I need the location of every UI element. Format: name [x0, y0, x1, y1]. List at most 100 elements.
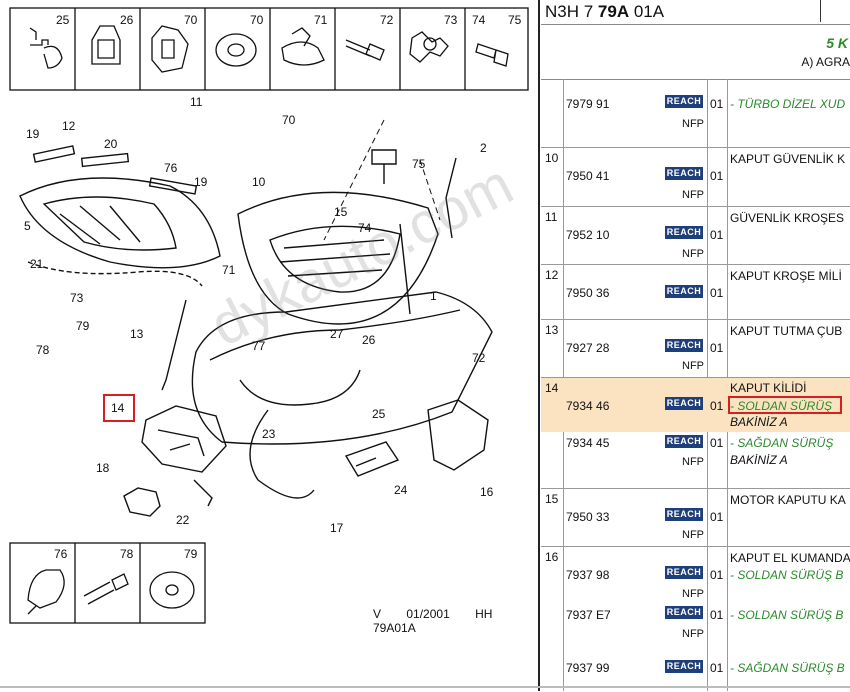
- parts-table: [541, 79, 850, 692]
- callout-1: 1: [430, 289, 437, 303]
- ref-divider: [820, 0, 821, 22]
- part-description: GÜVENLİK KROŞES: [730, 211, 845, 225]
- callout-24: 24: [394, 483, 408, 497]
- part-code: 7952 10: [566, 228, 610, 242]
- part-description: KAPUT GÜVENLİK K: [730, 152, 846, 166]
- page-reference: N3H 7 79A 01A: [545, 2, 664, 22]
- hood-exploded-view: [19, 119, 493, 517]
- nfp-label: NFP: [682, 529, 704, 541]
- part-label-78: 78: [120, 547, 134, 561]
- table-row[interactable]: 7979 91 REACH NFP 01 - TÜRBO DİZEL XUD: [541, 80, 850, 148]
- part-label-25: 25: [56, 13, 70, 27]
- reach-badge: REACH: [665, 435, 703, 448]
- reach-badge: REACH: [665, 397, 703, 410]
- footer-variant: V: [373, 607, 382, 621]
- callout-2: 2: [480, 141, 487, 155]
- callout-10: 10: [252, 175, 266, 189]
- reach-badge: REACH: [665, 95, 703, 108]
- top-part-labels: 25 26 70 70 71 72 73 74 75: [56, 13, 522, 27]
- part-label-70b: 70: [250, 13, 264, 27]
- row-number: 10: [545, 151, 559, 165]
- part-label-76: 76: [54, 547, 68, 561]
- panel-divider: [538, 0, 540, 691]
- callout-20: 20: [104, 137, 118, 151]
- reach-badge: REACH: [665, 167, 703, 180]
- callout-70: 70: [282, 113, 296, 127]
- part-label-26: 26: [120, 13, 134, 27]
- table-row[interactable]: 13 7927 28 REACH NFP 01 KAPUT TUTMA ÇUB: [541, 320, 850, 378]
- table-row[interactable]: 11 7952 10 REACH NFP 01 GÜVENLİK KROŞES: [541, 207, 850, 265]
- part-subdescription: - SAĞDAN SÜRÜŞ B: [730, 661, 845, 675]
- quantity: 01: [710, 286, 724, 300]
- callout-labels: 11 70 12 19 20 76 19 2 5 75 15 74 21 71 …: [24, 95, 494, 535]
- reach-badge: REACH: [665, 339, 703, 352]
- part-description: KAPUT TUTMA ÇUB: [730, 324, 843, 338]
- part-description: MOTOR KAPUTU KA: [730, 493, 846, 507]
- callout-25: 25: [372, 407, 386, 421]
- callout-12: 12: [62, 119, 76, 133]
- quantity: 01: [710, 436, 724, 450]
- quantity: 01: [710, 399, 724, 413]
- callout-11: 11: [190, 95, 203, 109]
- bottom-rule: [0, 686, 850, 688]
- row-number: 12: [545, 268, 559, 282]
- part-label-71: 71: [314, 13, 328, 27]
- quantity: 01: [710, 228, 724, 242]
- part-label-79: 79: [184, 547, 198, 561]
- callout-74: 74: [358, 221, 372, 235]
- ref-bold: 79A: [597, 2, 630, 21]
- part-description: KAPUT KROŞE MİLİ: [730, 269, 842, 283]
- table-row[interactable]: 12 7950 36 REACH 01 KAPUT KROŞE MİLİ: [541, 265, 850, 320]
- callout-19b: 19: [194, 175, 208, 189]
- part-code: 7927 28: [566, 341, 610, 355]
- part-description: KAPUT EL KUMANDA: [730, 551, 850, 565]
- callout-22: 22: [176, 513, 190, 527]
- part-code: 7937 98: [566, 568, 610, 582]
- part-label-74: 74: [472, 13, 486, 27]
- row-number: 11: [545, 210, 558, 224]
- table-row[interactable]: 15 7950 33 REACH NFP 01 MOTOR KAPUTU KA: [541, 489, 850, 547]
- part-subdescription: - SAĞDAN SÜRÜŞ: [730, 436, 834, 450]
- table-row[interactable]: 16 KAPUT EL KUMANDA 7937 98 REACH NFP 01…: [541, 547, 850, 686]
- parts-list-panel: N3H 7 79A 01A 5 K A) AGRA 7979 91 REACH …: [541, 0, 850, 691]
- part-code: 7934 45: [566, 436, 610, 450]
- callout-75: 75: [412, 157, 426, 171]
- nfp-label: NFP: [682, 588, 704, 600]
- part-subdescription: - SOLDAN SÜRÜŞ: [730, 399, 833, 413]
- callout-18: 18: [96, 461, 110, 475]
- quantity: 01: [710, 661, 724, 675]
- part-label-72: 72: [380, 13, 394, 27]
- nfp-label: NFP: [682, 628, 704, 640]
- bottom-part-labels: 76 78 79: [54, 547, 198, 561]
- quantity: 01: [710, 608, 724, 622]
- table-row[interactable]: 7934 45 REACH NFP 01 - SAĞDAN SÜRÜŞ BAKİ…: [541, 432, 850, 489]
- part-label-75: 75: [508, 13, 522, 27]
- part-subdescription: - SOLDAN SÜRÜŞ B: [730, 568, 844, 582]
- diagram-footer: V 01/2001 HH 79A01A: [373, 607, 538, 635]
- reach-badge: REACH: [665, 285, 703, 298]
- nfp-label: NFP: [682, 456, 704, 468]
- callout-27: 27: [330, 327, 344, 341]
- callout-72: 72: [472, 351, 486, 365]
- part-code: 7950 41: [566, 169, 610, 183]
- selected-highlight: [728, 396, 842, 414]
- hood-assembly-drawing: 25 26 70 70 71 72 73 74 75: [9, 7, 529, 624]
- footer-date: 01/2001: [406, 607, 450, 621]
- callout-21: 21: [30, 257, 44, 271]
- row-number: 15: [545, 492, 559, 506]
- row-number: 13: [545, 323, 559, 337]
- row-number: 16: [545, 550, 559, 564]
- callout-5: 5: [24, 219, 31, 233]
- quantity: 01: [710, 568, 724, 582]
- reach-badge: REACH: [665, 566, 703, 579]
- quantity: 01: [710, 341, 724, 355]
- part-code: 7950 36: [566, 286, 610, 300]
- part-subdescription: - SOLDAN SÜRÜŞ B: [730, 608, 844, 622]
- footer-ref: HH 79A01A: [373, 607, 493, 635]
- table-row-highlighted[interactable]: 14 7934 46 REACH 01 KAPUT KİLİDİ - SOLDA…: [541, 378, 850, 432]
- callout-23: 23: [262, 427, 276, 441]
- nfp-label: NFP: [682, 189, 704, 201]
- table-row[interactable]: 10 7950 41 REACH NFP 01 KAPUT GÜVENLİK K: [541, 148, 850, 207]
- callout-26: 26: [362, 333, 376, 347]
- callout-76: 76: [164, 161, 178, 175]
